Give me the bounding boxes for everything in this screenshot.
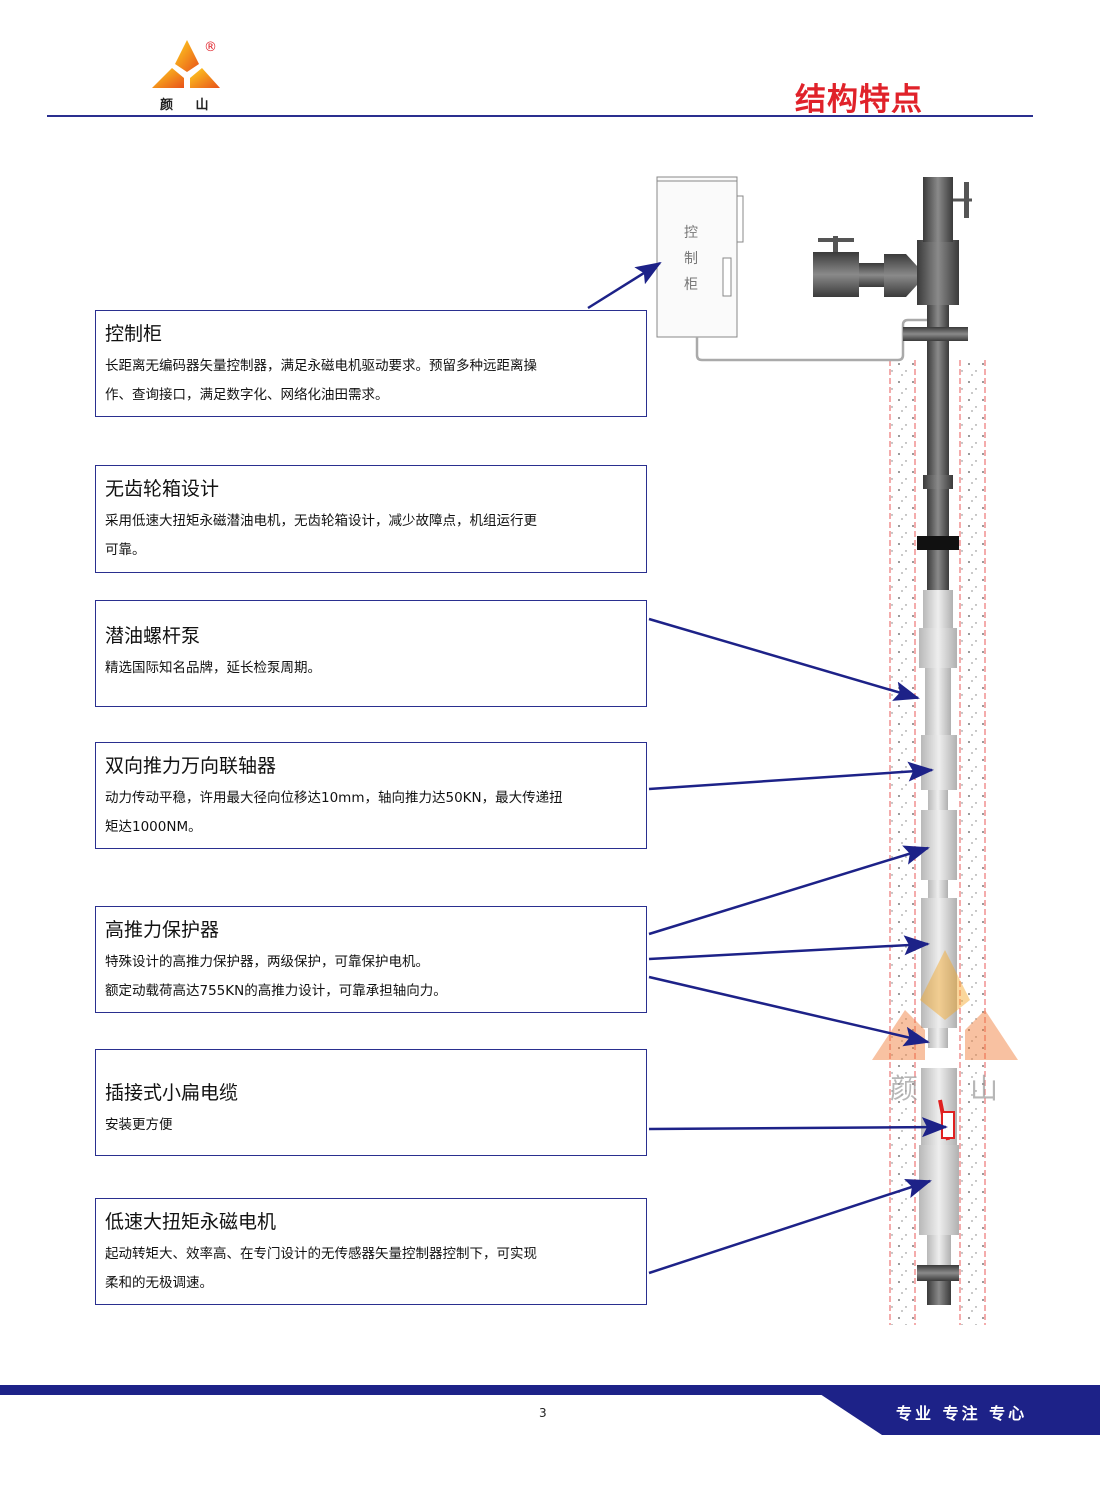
feature-desc: 柔和的无极调速。 [105,1275,213,1291]
footer-tab [820,1394,1100,1435]
cement-annulus [889,360,986,1325]
watermark-text: 颜 山 [890,1072,998,1105]
feature-desc: 起动转矩大、效率高、在专门设计的无传感器矢量控制器控制下，可实现 [105,1246,537,1262]
well-diagram: 颜 山 [587,176,1018,1325]
arrow-protector-1 [648,845,930,936]
feature-screw-pump: 潜油螺杆泵 精选国际知名品牌，延长检泵周期。 [95,600,647,707]
feature-coupling: 双向推力万向联轴器 动力传动平稳，许用最大径向位移达10mm，轴向推力达50KN… [95,742,647,849]
feature-protector: 高推力保护器 特殊设计的高推力保护器，两级保护，可靠保护电机。 额定动载荷高达7… [95,906,647,1013]
feature-control-cabinet: 控制柜 长距离无编码器矢量控制器，满足永磁电机驱动要求。预留多种远距离操 作、查… [95,310,647,417]
svg-text:颜: 颜 [890,1072,918,1105]
logo-text: 颜 山 [160,98,209,113]
arrow-cable [648,1117,948,1138]
feature-title: 双向推力万向联轴器 [105,755,277,777]
registered-mark: ® [204,40,217,55]
feature-title: 无齿轮箱设计 [105,478,220,500]
cabinet-label-char: 制 [684,251,698,267]
feature-desc: 长距离无编码器矢量控制器，满足永磁电机驱动要求。预留多种远距离操 [105,358,537,374]
footer-band [0,1385,1100,1395]
logo: ® 颜 山 [150,38,225,113]
feature-title: 潜油螺杆泵 [105,625,201,647]
feature-title: 高推力保护器 [105,919,220,941]
arrow-coupling [648,761,934,791]
arrow-protector-2 [648,935,930,961]
feature-desc: 动力传动平稳，许用最大径向位移达10mm，轴向推力达50KN，最大传递扭 [105,790,563,806]
arrow-pump [648,617,920,701]
feature-desc: 特殊设计的高推力保护器，两级保护，可靠保护电机。 [105,954,429,970]
control-cabinet [656,176,930,362]
arrow-protector-3 [648,975,930,1047]
downhole-string [917,590,959,1305]
feature-desc: 作、查询接口，满足数字化、网络化油田需求。 [105,387,389,403]
cabinet-label-char: 柜 [684,277,698,293]
page-number: 3 [539,1406,547,1420]
cabinet-label-char: 控 [684,225,698,241]
svg-text:山: 山 [970,1072,998,1105]
feature-title: 低速大扭矩永磁电机 [105,1211,277,1233]
feature-desc: 精选国际知名品牌，延长检泵周期。 [105,660,321,676]
page-title: 结构特点 [795,82,923,118]
arrow-motor [648,1178,932,1275]
feature-desc: 安装更方便 [105,1117,173,1133]
arrow-cabinet [587,261,662,310]
footer-slogan: 专业 专注 专心 [896,1404,1028,1423]
feature-pm-motor: 低速大扭矩永磁电机 起动转矩大、效率高、在专门设计的无传感器矢量控制器控制下，可… [95,1198,647,1305]
feature-desc: 矩达1000NM。 [105,819,202,835]
header-divider [47,115,1033,117]
feature-desc: 可靠。 [105,542,146,558]
feature-title: 控制柜 [105,323,163,345]
feature-desc: 采用低速大扭矩永磁潜油电机，无齿轮箱设计，减少故障点，机组运行更 [105,513,537,529]
feature-gearless: 无齿轮箱设计 采用低速大扭矩永磁潜油电机，无齿轮箱设计，减少故障点，机组运行更 … [95,465,647,573]
feature-flat-cable: 插接式小扁电缆 安装更方便 [95,1049,647,1156]
callout-arrows [587,261,948,1275]
wellhead [813,177,972,591]
feature-title: 插接式小扁电缆 [105,1082,239,1104]
logo-triangle-icon [152,40,220,88]
feature-desc: 额定动载荷高达755KN的高推力设计，可靠承担轴向力。 [105,983,447,999]
cabinet-label: 控 制 柜 [684,220,700,298]
